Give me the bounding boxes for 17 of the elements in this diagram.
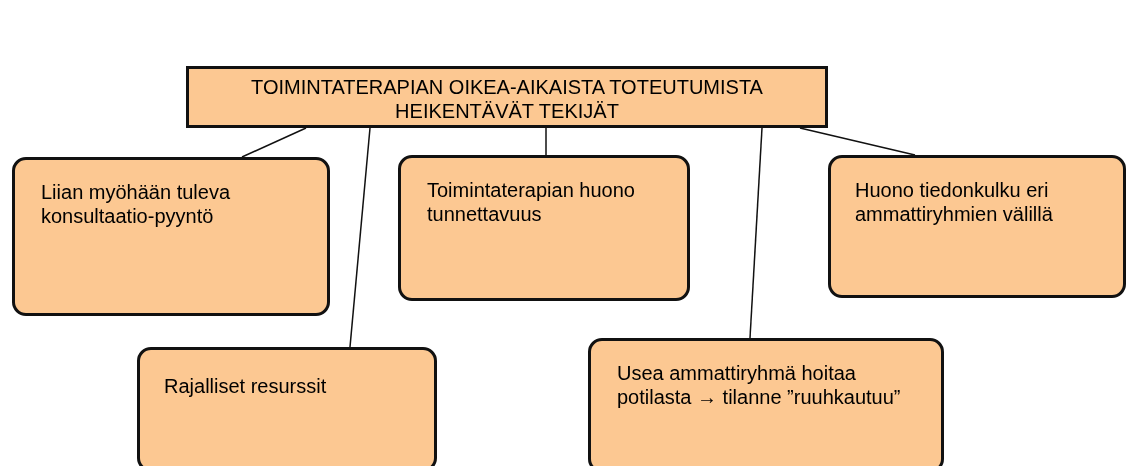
box-text: Toimintaterapian huono tunnettavuus bbox=[427, 178, 636, 226]
rounded-box bbox=[12, 157, 330, 316]
rounded-box bbox=[398, 155, 690, 301]
box-text: Rajalliset resurssit bbox=[164, 374, 328, 398]
connector-line bbox=[749, 127, 763, 339]
title-box bbox=[186, 66, 828, 128]
rounded-box bbox=[137, 347, 437, 466]
rounded-box bbox=[588, 338, 944, 466]
connector-line bbox=[799, 127, 916, 156]
rounded-box bbox=[828, 155, 1126, 298]
title-text: TOIMINTATERAPIAN OIKEA-AIKAISTA TOTEUTUMISTA HEIKENTÄVÄT TEKIJÄT bbox=[250, 75, 764, 123]
box-text: Usea ammattiryhmä hoitaa potilasta → tilanne ”ruuhkautuu” bbox=[617, 361, 902, 409]
connector-line bbox=[545, 127, 547, 156]
connector-line bbox=[241, 127, 307, 158]
box-text: Huono tiedonkulku eri ammattiryhmien välillä bbox=[855, 178, 1054, 226]
box-text: Liian myöhään tuleva konsultaatio-pyyntö bbox=[41, 180, 231, 228]
connector-line bbox=[349, 127, 371, 348]
